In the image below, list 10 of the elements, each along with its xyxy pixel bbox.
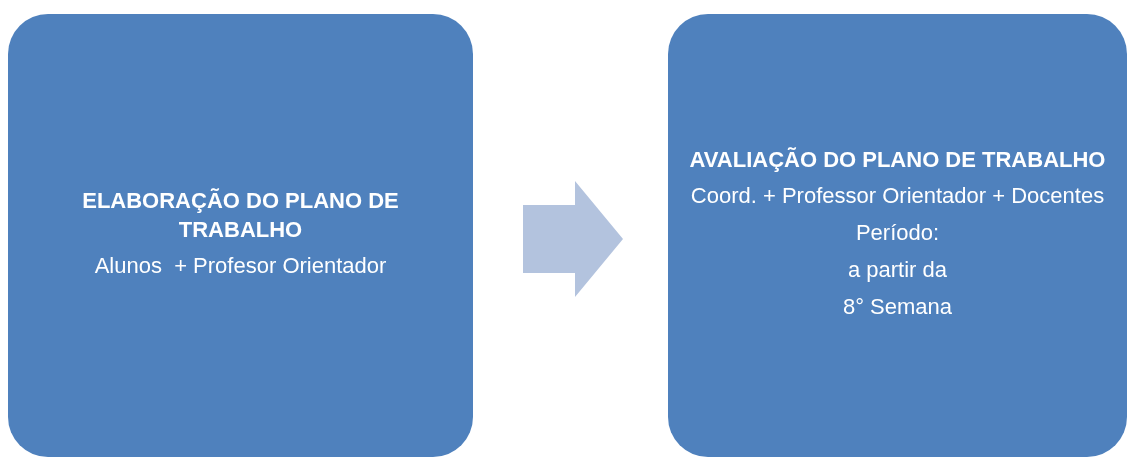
box-heading: AVALIAÇÃO DO PLANO DE TRABALHO [689, 145, 1106, 174]
box-text: Alunos + Profesor Orientador [94, 252, 387, 280]
box-heading: ELABORAÇÃO DO PLANO DE TRABALHO [81, 186, 400, 244]
block-arrow [523, 181, 623, 297]
process-box [8, 14, 473, 457]
process-box [668, 14, 1127, 457]
box-text: Período: [855, 219, 940, 247]
box-text: 8° Semana [842, 293, 953, 322]
box-text: Coord. + Professor Orientador + Docentes [690, 181, 1105, 210]
box-text: a partir da [847, 256, 948, 284]
